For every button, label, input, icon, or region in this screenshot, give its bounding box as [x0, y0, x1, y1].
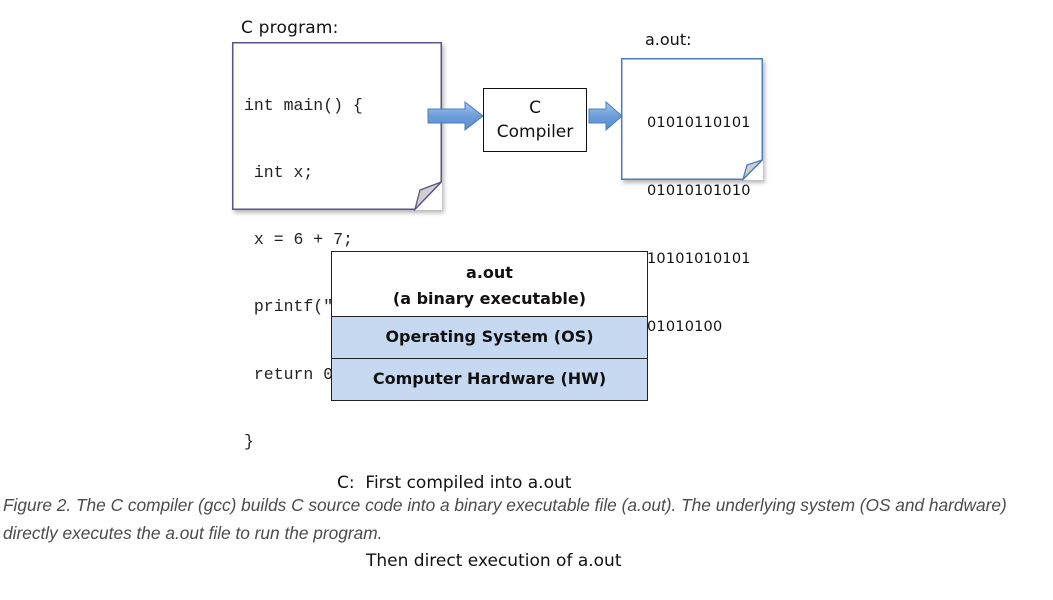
c-program-label: C program: [241, 18, 339, 38]
aout-binary-document: 01010110101 01010101010 10101010101 0101… [621, 58, 763, 335]
document-frame [621, 58, 763, 182]
code-line: x = 6 + 7; [244, 230, 353, 250]
c-source-document: int main() { int x; x = 6 + 7; printf("x… [232, 42, 442, 451]
document-frame [232, 42, 442, 212]
c-compiler-box: C Compiler [483, 88, 587, 152]
binary-line: 01010110101 [647, 115, 751, 132]
execution-stack: a.out (a binary executable) Operating Sy… [331, 251, 648, 401]
compiler-label-line1: C [529, 98, 541, 118]
folded-corner-icon [413, 181, 442, 212]
stack-layer-os: Operating System (OS) [332, 316, 647, 358]
stack-layer-aout-subtitle: (a binary executable) [392, 289, 587, 308]
stack-layer-hardware: Computer Hardware (HW) [332, 358, 647, 400]
arrow-right-icon [427, 101, 484, 131]
figure-caption: Figure 2. The C compiler (gcc) builds C … [3, 495, 1007, 543]
code-line: int x; [244, 163, 314, 183]
compiler-label-line2: Compiler [496, 122, 574, 142]
binary-line: 01010101010 [647, 182, 751, 199]
note-line: C: First compiled into a.out [337, 473, 572, 493]
code-line: } [244, 431, 254, 451]
code-line: int main() { [244, 95, 363, 115]
binary-contents: 01010110101 01010101010 10101010101 0101… [647, 67, 751, 383]
aout-label: a.out: [645, 30, 692, 49]
stack-layer-aout-title: a.out [466, 263, 513, 282]
folded-corner-icon [741, 159, 763, 182]
arrow-right-icon [588, 101, 623, 131]
binary-line: 10101010101 [647, 250, 751, 267]
note-line: Then direct execution of a.out [366, 551, 622, 571]
binary-line: 01010100 [647, 318, 723, 335]
stack-layer-aout: a.out (a binary executable) [332, 252, 647, 316]
